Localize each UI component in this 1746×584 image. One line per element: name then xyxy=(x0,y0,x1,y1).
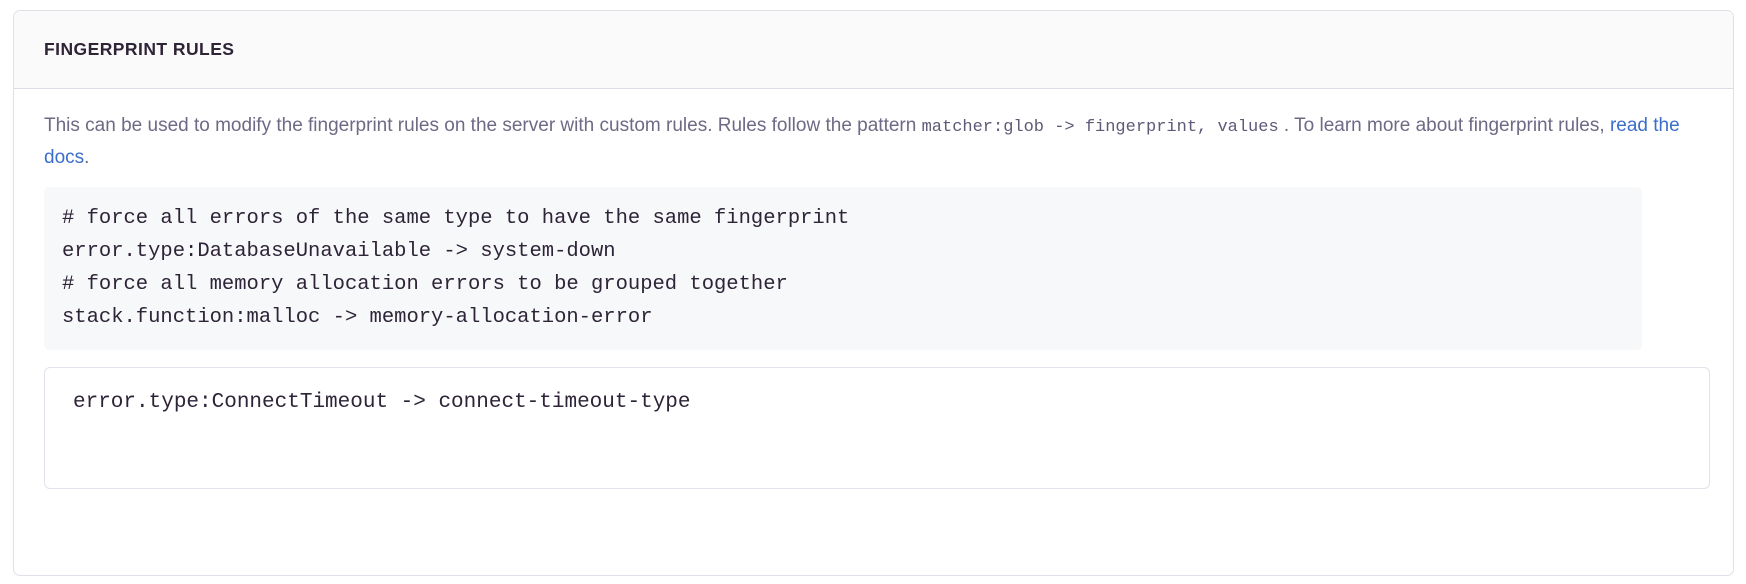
description-text: This can be used to modify the fingerpri… xyxy=(44,111,1703,173)
example-code-block: # force all errors of the same type to h… xyxy=(44,187,1642,350)
card-body: This can be used to modify the fingerpri… xyxy=(14,89,1733,489)
card-header: FINGERPRINT RULES xyxy=(14,11,1733,89)
fingerprint-rules-card: FINGERPRINT RULES This can be used to mo… xyxy=(13,10,1734,576)
description-part-3: . xyxy=(84,147,90,168)
example-code-text: # force all errors of the same type to h… xyxy=(62,207,850,329)
read-the-docs-link[interactable]: read the docs xyxy=(44,115,1680,168)
description-part-1: This can be used to modify the fingerpri… xyxy=(44,115,922,136)
page-title: FINGERPRINT RULES xyxy=(44,39,235,59)
description-part-2: . To learn more about fingerprint rules, xyxy=(1278,115,1610,136)
inline-code-pattern: matcher:glob -> fingerprint, values xyxy=(921,118,1279,137)
fingerprint-rules-input[interactable] xyxy=(44,367,1710,489)
